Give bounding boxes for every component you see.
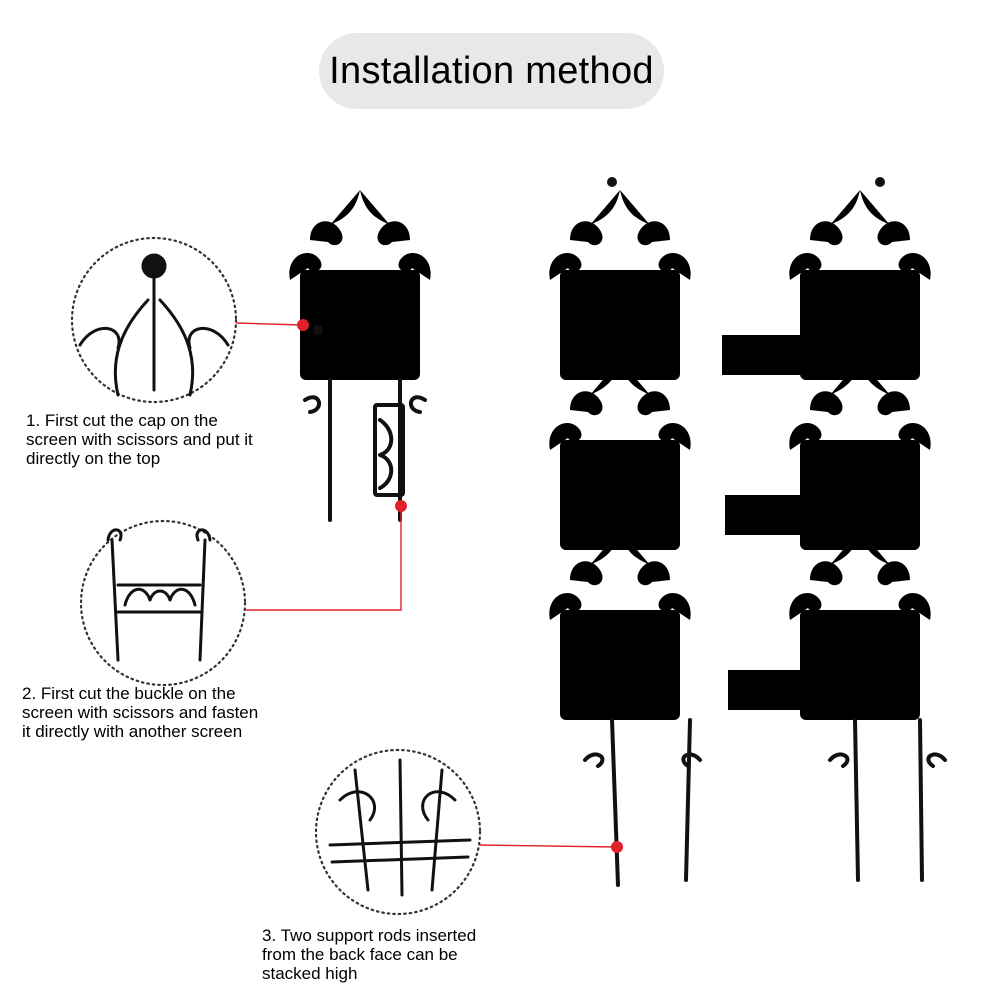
single-trellis-panel (289, 172, 431, 522)
detail-cap (70, 236, 238, 404)
step-3-caption: 3. Two support rods inserted from the ba… (262, 926, 477, 983)
detail-buckle (79, 519, 247, 687)
step-1-caption: 1. First cut the cap on the screen with … (26, 411, 253, 468)
title-badge: Installation method (319, 33, 664, 109)
step-2-caption: 2. First cut the buckle on the screen wi… (22, 684, 259, 741)
stacked-trellis-assembly (549, 172, 947, 887)
leader-lines (235, 319, 623, 853)
page-title: Installation method (329, 49, 654, 92)
detail-support-rods (314, 748, 482, 916)
